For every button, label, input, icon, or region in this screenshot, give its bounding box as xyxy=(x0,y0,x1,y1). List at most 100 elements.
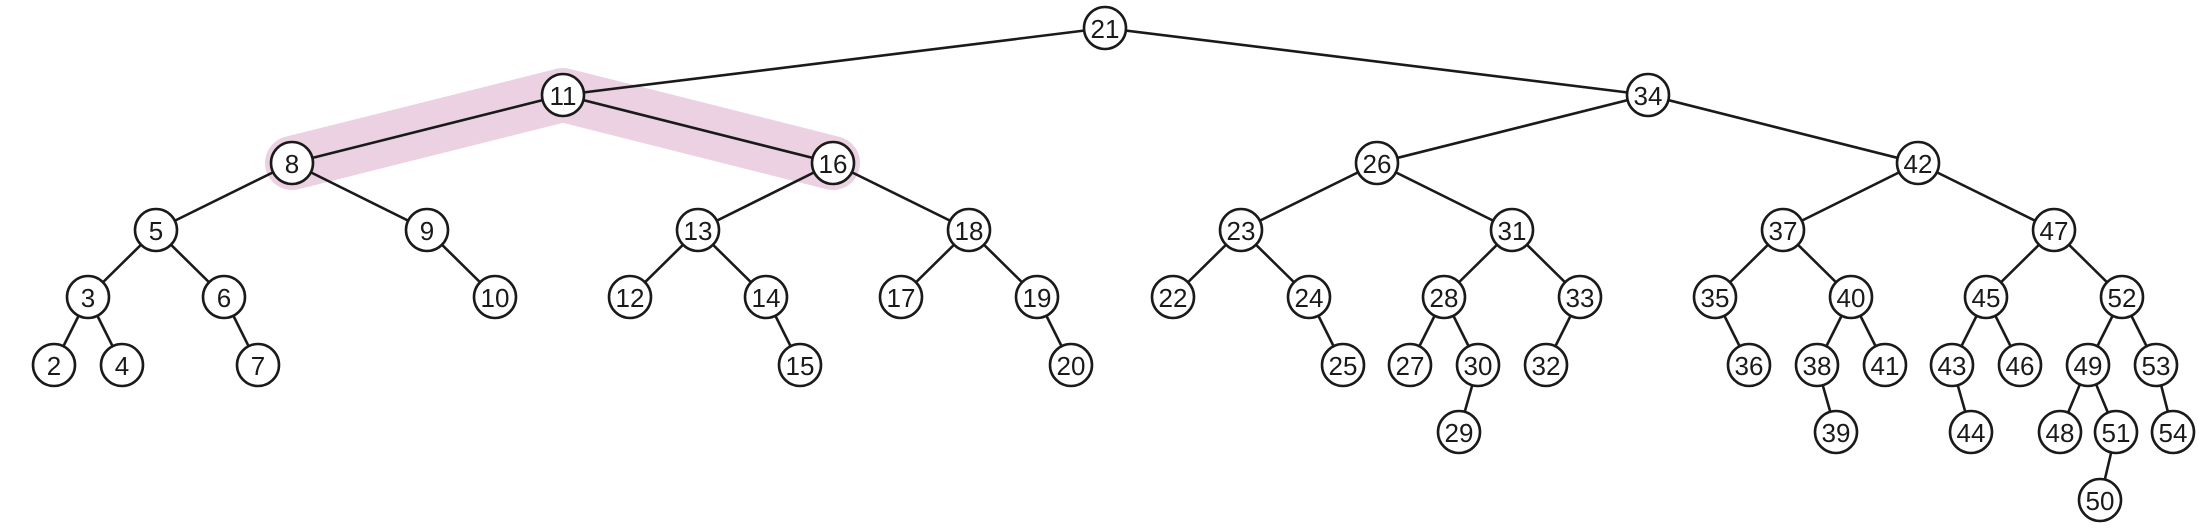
node-circle xyxy=(1082,5,1128,51)
node-circle xyxy=(2065,342,2111,388)
tree-node-16: 16 xyxy=(810,140,856,186)
node-circle xyxy=(1489,207,1535,253)
node-circle xyxy=(743,274,789,320)
tree-node-32: 32 xyxy=(1523,342,1569,388)
node-label: 24 xyxy=(1295,283,1324,313)
node-label: 6 xyxy=(217,283,231,313)
node-circle xyxy=(1813,409,1859,455)
tree-node-18: 18 xyxy=(946,207,992,253)
node-label: 14 xyxy=(752,283,781,313)
node-label: 5 xyxy=(149,216,163,246)
node-circle xyxy=(2093,409,2139,455)
tree-node-26: 26 xyxy=(1354,140,1400,186)
node-circle xyxy=(1387,342,1433,388)
tree-node-34: 34 xyxy=(1625,72,1671,118)
edge-34-26 xyxy=(1375,93,1650,165)
node-label: 47 xyxy=(2040,216,2069,246)
node-label: 25 xyxy=(1329,351,1358,381)
node-circle xyxy=(1150,274,1196,320)
tree-node-9: 9 xyxy=(404,207,450,253)
node-circle xyxy=(1726,342,1772,388)
node-circle xyxy=(2031,207,2077,253)
node-label: 3 xyxy=(81,283,95,313)
node-circle xyxy=(946,207,992,253)
tree-node-42: 42 xyxy=(1895,140,1941,186)
tree-node-4: 4 xyxy=(99,342,145,388)
node-circle xyxy=(1455,342,1501,388)
node-label: 4 xyxy=(115,351,129,381)
tree-node-52: 52 xyxy=(2099,274,2145,320)
node-circle xyxy=(99,342,145,388)
edge-21-11 xyxy=(561,26,1107,97)
node-label: 17 xyxy=(887,283,916,313)
node-label: 33 xyxy=(1566,283,1595,313)
tree-node-39: 39 xyxy=(1813,409,1859,455)
node-label: 11 xyxy=(550,81,577,111)
node-circle xyxy=(2099,274,2145,320)
node-label: 29 xyxy=(1445,418,1474,448)
node-circle xyxy=(1794,342,1840,388)
node-circle xyxy=(235,342,281,388)
node-circle xyxy=(1286,274,1332,320)
node-label: 23 xyxy=(1227,216,1256,246)
node-label: 37 xyxy=(1769,216,1798,246)
node-circle xyxy=(1218,207,1264,253)
tree-node-47: 47 xyxy=(2031,207,2077,253)
node-label: 43 xyxy=(1938,351,1967,381)
node-label: 8 xyxy=(285,149,299,179)
tree-node-38: 38 xyxy=(1794,342,1840,388)
node-circle xyxy=(1895,140,1941,186)
tree-node-30: 30 xyxy=(1455,342,1501,388)
edge-16-18 xyxy=(831,161,971,232)
node-circle xyxy=(1862,342,1908,388)
node-label: 16 xyxy=(819,149,848,179)
tree-node-17: 17 xyxy=(878,274,924,320)
tree-node-36: 36 xyxy=(1726,342,1772,388)
tree-node-14: 14 xyxy=(743,274,789,320)
node-circle xyxy=(2077,477,2123,523)
node-label: 36 xyxy=(1735,351,1764,381)
node-label: 49 xyxy=(2074,351,2103,381)
tree-node-23: 23 xyxy=(1218,207,1264,253)
node-circle xyxy=(878,274,924,320)
edge-11-16 xyxy=(561,93,835,165)
node-circle xyxy=(1421,274,1467,320)
node-circle xyxy=(65,274,111,320)
node-label: 35 xyxy=(1701,283,1730,313)
tree-node-21: 21 xyxy=(1082,5,1128,51)
node-circle xyxy=(2133,342,2179,388)
edge-34-42 xyxy=(1646,93,1920,165)
tree-node-3: 3 xyxy=(65,274,111,320)
node-circle xyxy=(1929,342,1975,388)
node-label: 39 xyxy=(1822,418,1851,448)
tree-node-28: 28 xyxy=(1421,274,1467,320)
node-label: 9 xyxy=(420,216,434,246)
tree-node-11: 11 xyxy=(540,72,586,118)
node-label: 28 xyxy=(1430,283,1459,313)
tree-node-31: 31 xyxy=(1489,207,1535,253)
tree-node-20: 20 xyxy=(1048,342,1094,388)
node-circle xyxy=(1997,342,2043,388)
tree-node-12: 12 xyxy=(607,274,653,320)
node-label: 15 xyxy=(786,351,815,381)
node-label: 34 xyxy=(1634,81,1663,111)
node-circle xyxy=(1320,342,1366,388)
tree-node-2: 2 xyxy=(31,342,77,388)
tree-node-19: 19 xyxy=(1014,274,1060,320)
tree-node-43: 43 xyxy=(1929,342,1975,388)
node-label: 50 xyxy=(2086,486,2115,516)
node-circle xyxy=(777,342,823,388)
node-circle xyxy=(31,342,77,388)
node-label: 22 xyxy=(1159,283,1188,313)
node-circle xyxy=(1557,274,1603,320)
node-circle xyxy=(2150,409,2196,455)
tree-node-6: 6 xyxy=(201,274,247,320)
edge-16-13 xyxy=(696,161,835,232)
node-label: 19 xyxy=(1023,283,1052,313)
node-label: 21 xyxy=(1091,14,1120,44)
tree-node-40: 40 xyxy=(1828,274,1874,320)
node-circle xyxy=(269,140,315,186)
tree-node-44: 44 xyxy=(1948,409,1994,455)
